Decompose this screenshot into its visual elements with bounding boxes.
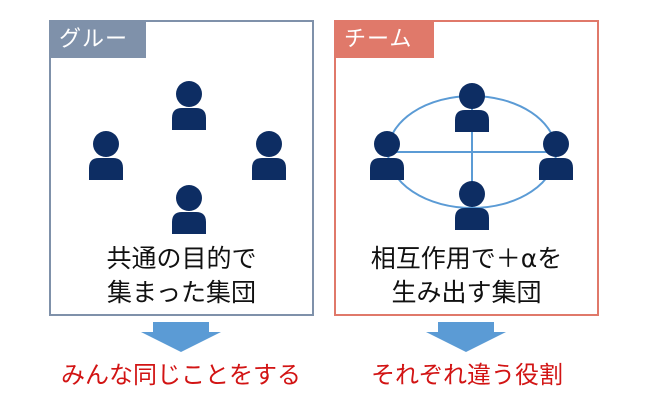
group-label: グループ <box>51 22 146 88</box>
team-label: チーム <box>336 22 434 58</box>
group-caption: 共通の目的で 集まった集団 <box>51 242 312 310</box>
group-panel: グループ 共通の目的で 集まった集団 <box>49 20 314 316</box>
person-icon <box>455 181 489 230</box>
team-diagram <box>370 83 573 230</box>
down-arrow-icon <box>141 322 221 352</box>
person-icon <box>252 131 286 180</box>
person-icon <box>172 81 206 130</box>
person-icon <box>172 185 206 234</box>
group-diagram <box>89 81 286 234</box>
team-conclusion: それぞれ違う役割 <box>371 361 563 389</box>
person-icon <box>539 131 573 180</box>
person-icon <box>89 131 123 180</box>
person-icon <box>455 83 489 132</box>
person-icon <box>370 131 404 180</box>
group-conclusion: みんな同じことをする <box>61 361 301 389</box>
group-caption-line2: 集まった集団 <box>106 278 256 307</box>
team-caption-line1: 相互作用で＋αを <box>370 244 563 273</box>
group-persons <box>89 81 286 234</box>
team-caption: 相互作用で＋αを 生み出す集団 <box>336 242 597 310</box>
team-panel: チーム 相互作用で＋αを 生み出す集団 <box>334 20 599 316</box>
group-caption-line1: 共通の目的で <box>106 244 257 273</box>
down-arrow-icon <box>426 322 506 352</box>
team-caption-line2: 生み出す集団 <box>391 278 542 307</box>
team-persons <box>370 83 573 230</box>
